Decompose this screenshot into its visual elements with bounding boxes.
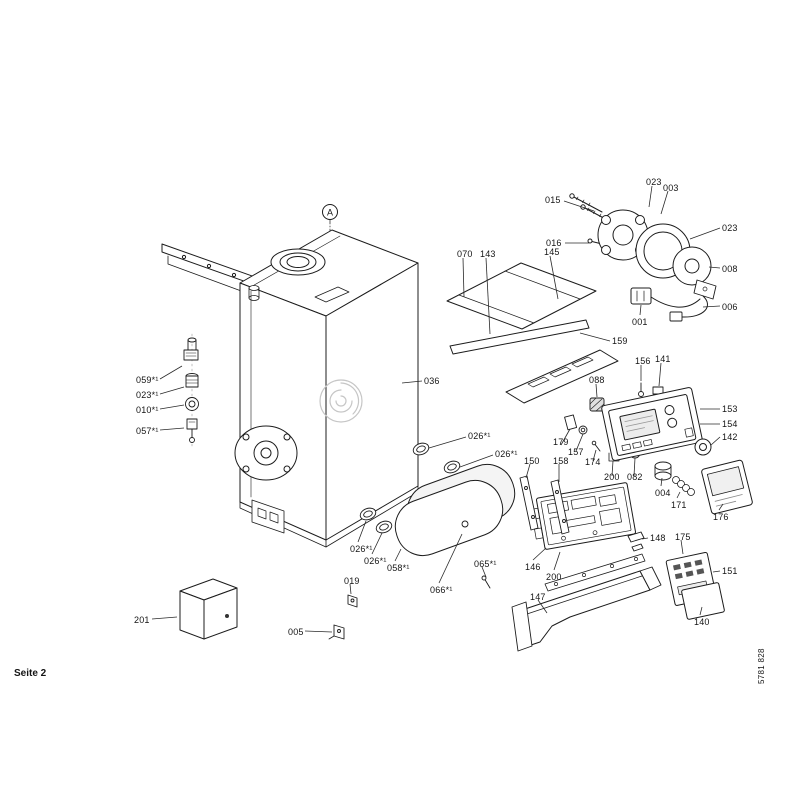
- marker-letter: A: [327, 208, 333, 218]
- blank-panel: [681, 582, 725, 620]
- section-marker-a: A: [322, 204, 338, 232]
- mounting-strips: [519, 475, 570, 535]
- wall-bracket-rail: [161, 243, 273, 293]
- cable-grommet: [589, 397, 605, 412]
- screw-small: [481, 575, 491, 589]
- page-footer: Seite 2: [14, 668, 47, 679]
- control-housing: [601, 387, 753, 515]
- control-display: [619, 408, 661, 441]
- leader-lines: [151, 185, 724, 633]
- junction-box: [179, 578, 238, 640]
- console-tray: [530, 482, 636, 550]
- doc-code: 5781 828: [757, 648, 766, 684]
- display-module: [701, 459, 753, 515]
- spring-coil: [672, 476, 695, 496]
- burner-door: [234, 425, 298, 534]
- air-duct: [511, 553, 662, 652]
- cover-strip: [449, 319, 590, 355]
- pump-head: [672, 246, 712, 286]
- type-plate: [314, 286, 350, 303]
- retaining-clip: [627, 531, 645, 552]
- fixing-clips: [328, 594, 358, 640]
- control-small-parts: [564, 382, 664, 462]
- pump-connector: [630, 287, 708, 322]
- slotted-plate: [505, 349, 619, 404]
- brand-swirl-logo: [319, 379, 363, 423]
- heat-exchanger: [359, 442, 516, 589]
- o-rings: [359, 442, 461, 534]
- keypad-panel: [665, 551, 725, 620]
- rotary-knob: [654, 461, 672, 481]
- control-knob: [694, 438, 712, 456]
- pump-assembly: [569, 193, 717, 322]
- casing-top-panel: [446, 262, 619, 404]
- boiler-casing: [234, 229, 419, 548]
- fittings-stack: [183, 333, 199, 447]
